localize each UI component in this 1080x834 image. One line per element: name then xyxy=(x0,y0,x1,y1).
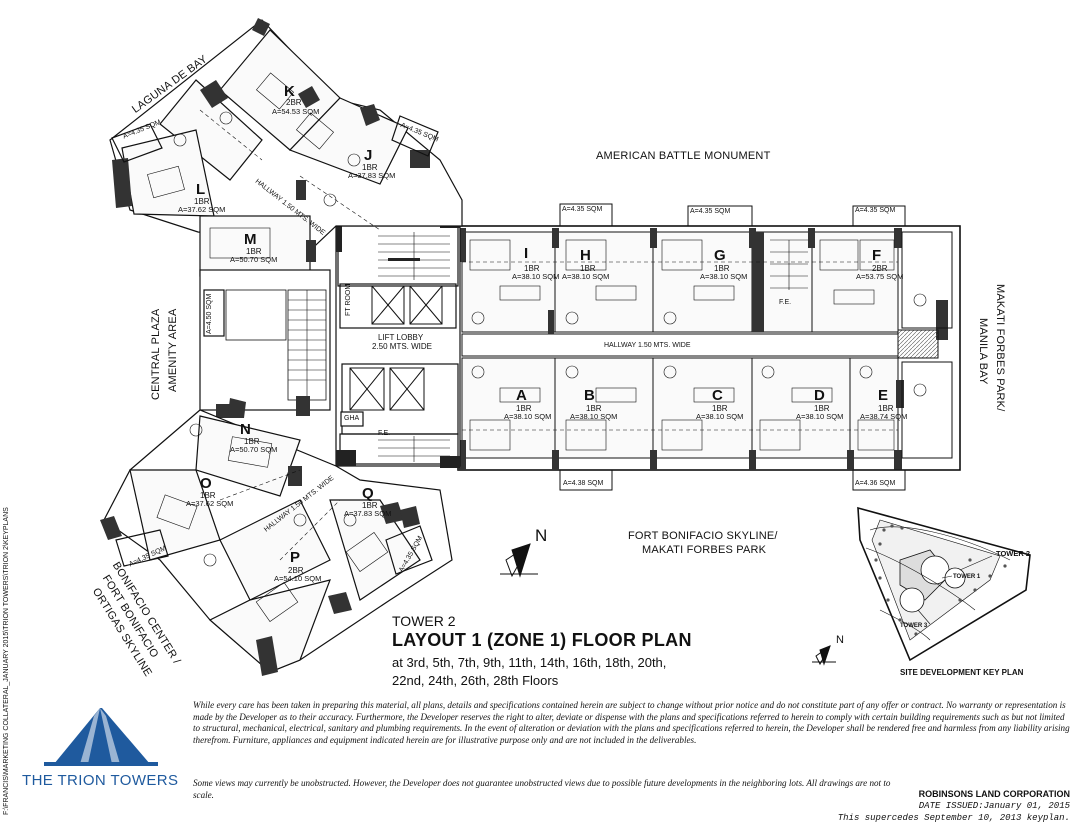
unit-b-letter: B xyxy=(584,387,595,404)
view-makati-forbes-park-2: MAKATI FORBES PARK xyxy=(642,544,767,556)
unit-q-letter: Q xyxy=(362,485,374,502)
unit-j-letter: J xyxy=(364,147,373,164)
unit-q-type: 1BR xyxy=(362,501,378,510)
unit-p-area: A=54.10 SQM xyxy=(274,574,322,583)
hallway-label: HALLWAY 1.50 MTS. WIDE xyxy=(604,342,691,349)
unit-m-area: A=50.70 SQM xyxy=(230,255,278,264)
balcony-area-bottom-left: A=4.38 SQM xyxy=(563,480,604,487)
view-makati-forbes-park: MAKATI FORBES PARK/ xyxy=(994,284,1006,412)
unit-i-type: 1BR xyxy=(524,264,540,273)
brand-name: THE TRION TOWERS xyxy=(22,772,179,789)
fire-exit-label: F.E. xyxy=(779,299,792,306)
unit-i-letter: I xyxy=(524,245,529,262)
unit-d-type: 1BR xyxy=(814,404,830,413)
view-american-battle-monument: AMERICAN BATTLE MONUMENT xyxy=(596,150,771,162)
view-amenity-area: AMENITY AREA xyxy=(167,308,179,393)
unit-p-type: 2BR xyxy=(288,566,304,575)
unit-m-type: 1BR xyxy=(246,247,262,256)
disclaimer-text: While every care has been taken in prepa… xyxy=(193,700,1070,745)
unit-d-area: A=38.10 SQM xyxy=(796,412,844,421)
layout-title: LAYOUT 1 (ZONE 1) FLOOR PLAN xyxy=(392,630,692,650)
lift-lobby-label: LIFT LOBBY xyxy=(378,333,424,342)
unit-c-letter: C xyxy=(712,387,723,404)
unit-e-area: A=38.74 SQM xyxy=(860,412,908,421)
balcony-area-top-right: A=4.35 SQM xyxy=(855,207,896,214)
unit-h-area: A=38.10 SQM xyxy=(562,272,610,281)
view-central-plaza: CENTRAL PLAZA xyxy=(150,308,162,400)
keyplan-north-label: N xyxy=(836,634,844,646)
unit-n-letter: N xyxy=(240,421,251,438)
keyplan-title: SITE DEVELOPMENT KEY PLAN xyxy=(900,668,1024,677)
unit-j-type: 1BR xyxy=(362,163,378,172)
balcony-area-bottom-right: A=4.36 SQM xyxy=(855,480,896,487)
unit-m-letter: M xyxy=(244,231,257,248)
views-note-text: Some views may currently be unobstructed… xyxy=(193,778,891,800)
balcony-area-top-left: A=4.35 SQM xyxy=(562,206,603,213)
unit-n-type: 1BR xyxy=(244,437,260,446)
floors-line-2: 22nd, 24th, 26th, 28th Floors xyxy=(392,673,559,688)
west-connector xyxy=(199,240,331,418)
unit-b-area: A=38.10 SQM xyxy=(570,412,618,421)
southwest-wing xyxy=(100,398,453,676)
unit-h-letter: H xyxy=(580,247,591,264)
developer-name: ROBINSONS LAND CORPORATION xyxy=(918,789,1070,799)
unit-g-type: 1BR xyxy=(714,264,730,273)
ft-room-label: FT ROOM xyxy=(345,283,352,316)
unit-b-type: 1BR xyxy=(586,404,602,413)
unit-c-type: 1BR xyxy=(712,404,728,413)
unit-n-area: A=50.70 SQM xyxy=(230,445,278,454)
view-manila-bay: MANILA BAY xyxy=(977,318,989,385)
unit-k-type: 2BR xyxy=(286,98,302,107)
keyplan-tower2-label: TOWER 2 xyxy=(996,549,1031,558)
unit-o-area: A=37.62 SQM xyxy=(186,499,234,508)
unit-e-type: 1BR xyxy=(878,404,894,413)
unit-e-letter: E xyxy=(878,387,889,404)
unit-p-letter: P xyxy=(290,549,301,566)
tower-title: TOWER 2 xyxy=(392,613,456,629)
unit-c-area: A=38.10 SQM xyxy=(696,412,744,421)
supersedes-note: This supercedes September 10, 2013 keypl… xyxy=(837,813,1070,823)
floors-line-1: at 3rd, 5th, 7th, 9th, 11th, 14th, 16th,… xyxy=(392,655,667,670)
file-path-label: F:\FRANCIS\MARKETING COLLATERAL_JANUARY … xyxy=(3,507,10,815)
northwest-wing xyxy=(109,18,463,277)
unit-q-area: A=37.83 SQM xyxy=(344,509,392,518)
unit-a-type: 1BR xyxy=(516,404,532,413)
unit-f-type: 2BR xyxy=(872,264,888,273)
central-core xyxy=(335,218,461,468)
unit-l-type: 1BR xyxy=(194,197,210,206)
unit-f-letter: F xyxy=(872,247,882,264)
unit-a-area: A=38.10 SQM xyxy=(504,412,552,421)
unit-o-type: 1BR xyxy=(200,491,216,500)
unit-i-area: A=38.10 SQM xyxy=(512,272,560,281)
unit-l-letter: L xyxy=(196,181,206,198)
site-key-plan-map xyxy=(812,506,1031,666)
unit-k-letter: K xyxy=(284,83,295,100)
north-label: N xyxy=(535,526,548,545)
unit-a-letter: A xyxy=(516,387,527,404)
trion-towers-logo xyxy=(44,708,158,766)
lift-lobby-width: 2.50 MTS. WIDE xyxy=(372,342,433,351)
balcony-area-top-mid: A=4.35 SQM xyxy=(690,208,731,215)
unit-o-letter: O xyxy=(200,475,212,492)
unit-h-type: 1BR xyxy=(580,264,596,273)
unit-d-letter: D xyxy=(814,387,825,404)
unit-l-area: A=37.62 SQM xyxy=(178,205,226,214)
north-arrow xyxy=(500,543,538,578)
keyplan-tower1-label: TOWER 1 xyxy=(953,574,981,580)
gha-label: GHA xyxy=(344,415,360,422)
date-issued: DATE ISSUED:January 01, 2015 xyxy=(918,801,1070,811)
keyplan-tower3-label: TOWER 3 xyxy=(900,623,928,629)
balcony-area-m: A=4.50 SQM xyxy=(206,293,213,334)
fire-exit-label-2: F.E. xyxy=(378,430,391,437)
unit-k-area: A=54.53 SQM xyxy=(272,107,320,116)
unit-f-area: A=53.75 SQM xyxy=(856,272,904,281)
unit-g-letter: G xyxy=(714,247,726,264)
unit-j-area: A=37.83 SQM xyxy=(348,171,396,180)
east-wing xyxy=(457,203,961,491)
view-fort-bonifacio-skyline: FORT BONIFACIO SKYLINE/ xyxy=(628,530,778,542)
unit-g-area: A=38.10 SQM xyxy=(700,272,748,281)
